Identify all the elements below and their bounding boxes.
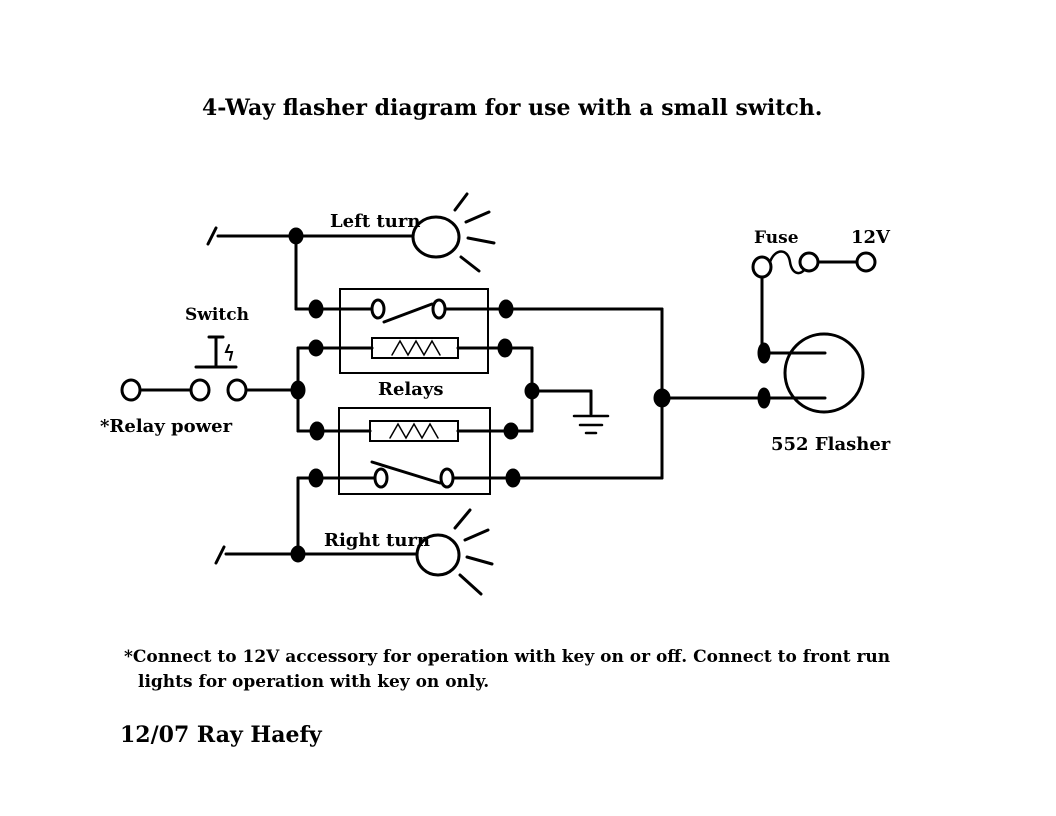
junction-dot (503, 422, 519, 440)
lamp-ray (453, 508, 472, 530)
left-turn-lamp-icon (411, 215, 461, 259)
relay-power-label: *Relay power (100, 416, 233, 437)
flasher-terminal-dot (757, 342, 771, 364)
flasher-icon (783, 332, 865, 414)
lamp-ray (466, 236, 496, 245)
junction-dot (498, 299, 514, 319)
relay-contact-icon (431, 298, 447, 320)
relay-armature (382, 302, 434, 324)
junction-dot (290, 545, 306, 563)
relay-armature (370, 460, 442, 485)
lamp-ray (464, 210, 491, 224)
ground-wire-mark (206, 226, 218, 246)
left-turn-label: Left turn (330, 211, 421, 232)
junction-dot (308, 468, 324, 488)
page-title: 4-Way flasher diagram for use with a sma… (202, 95, 823, 121)
fuse-element-icon (768, 250, 808, 275)
left-turn-circuit (206, 192, 496, 311)
power-feed (751, 250, 877, 414)
coil-winding-icon (391, 339, 441, 357)
lamp-ray (465, 555, 494, 566)
coil-ground (530, 346, 610, 435)
relay-housing (338, 407, 491, 495)
fuse-terminal-icon (751, 255, 773, 279)
junction-dot (653, 388, 671, 408)
right-turn-lamp-icon (415, 533, 461, 577)
junction-dot (290, 380, 306, 400)
right-turn-label: Right turn (324, 530, 431, 551)
relay-contact-icon (370, 298, 386, 320)
junction-dot (309, 421, 325, 441)
author-signature: 12/07 Ray Haefy (120, 722, 322, 748)
lamp-ray (458, 573, 483, 596)
spring-icon (224, 344, 234, 361)
fuse-label: Fuse (754, 228, 799, 248)
relay-housing (339, 288, 489, 374)
junction-dots (288, 227, 771, 563)
lamp-ray (453, 192, 469, 212)
junction-dot (505, 468, 521, 488)
junction-dot (308, 339, 324, 357)
flasher-terminal-dot (757, 387, 771, 409)
junction-dot (288, 227, 304, 245)
relays-label: Relays (378, 379, 444, 400)
switch-contact-icon (189, 378, 211, 402)
lower-relay (315, 407, 664, 495)
lamp-ray (463, 528, 490, 542)
ground-wire-mark (214, 545, 226, 565)
junction-dot (524, 382, 540, 400)
footnote-line-2: lights for operation with key on only. (138, 672, 490, 692)
switch-label: Switch (185, 305, 249, 325)
battery-terminal-icon (855, 251, 877, 273)
relay-contact-icon (373, 467, 389, 489)
relay-coil-box (371, 337, 459, 359)
upper-relay (315, 288, 664, 374)
junction-dot (308, 299, 324, 319)
footnote-line-1: *Connect to 12V accessory for operation … (124, 647, 891, 667)
fuse-terminal-icon (798, 251, 820, 273)
lamp-ray (459, 255, 481, 273)
flasher-label: 552 Flasher (771, 434, 891, 455)
junction-dot (497, 338, 513, 358)
relay-contact-icon (439, 467, 455, 489)
voltage-label: 12V (851, 227, 891, 248)
switch-contact-icon (226, 378, 248, 402)
coil-winding-icon (389, 422, 439, 440)
relay-power-terminal-icon (120, 378, 142, 402)
